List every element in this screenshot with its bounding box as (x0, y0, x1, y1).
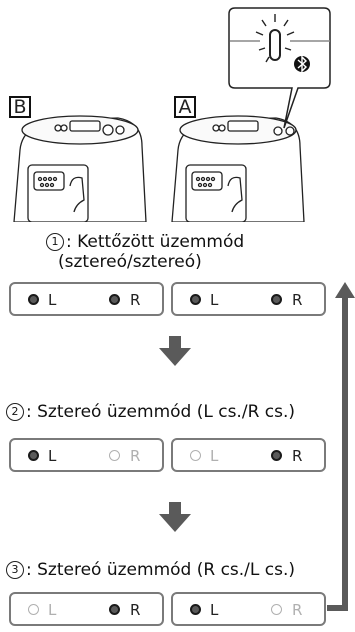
speaker-illustration (13, 7, 331, 222)
return-arrow-icon (327, 282, 355, 611)
mode-2-number: 2 (6, 403, 24, 421)
blinking-indicator (230, 14, 330, 63)
mode-3-text: : Sztereó üzemmód (R cs./L cs.) (26, 560, 296, 580)
bluetooth-icon (294, 55, 310, 73)
r-indicator-light (109, 294, 120, 305)
mode-2-caption: 2: Sztereó üzemmód (L cs./R cs.) (6, 402, 295, 422)
mode-1-caption-line2: (sztereó/sztereó) (58, 252, 202, 272)
l-indicator-light (28, 294, 39, 305)
l-indicator-light (190, 294, 201, 305)
mode-2-unit-a: L R (171, 438, 326, 472)
r-label: R (292, 291, 303, 309)
mode-1-number: 1 (46, 233, 64, 251)
r-label: R (292, 601, 303, 619)
arrow-down-icon (159, 336, 191, 366)
r-indicator-light (109, 450, 120, 461)
l-label: L (210, 291, 219, 309)
arrow-down-icon (159, 502, 191, 532)
speaker-a-label: A (174, 96, 196, 118)
l-label: L (48, 601, 57, 619)
r-indicator-light (271, 450, 282, 461)
r-label: R (130, 447, 141, 465)
mode-1-caption: 1: Kettőzött üzemmód (46, 232, 244, 252)
l-label: L (48, 447, 57, 465)
mode-2-text: : Sztereó üzemmód (L cs./R cs.) (26, 402, 296, 422)
l-indicator-light (190, 604, 201, 615)
r-label: R (292, 447, 303, 465)
l-indicator-light (28, 450, 39, 461)
r-indicator-light (271, 294, 282, 305)
l-label: L (48, 291, 57, 309)
r-indicator-light (109, 604, 120, 615)
speaker-b (13, 115, 147, 222)
speaker-b-label: B (9, 96, 31, 118)
speaker-a (171, 115, 305, 222)
mode-3-unit-a: L R (171, 592, 326, 626)
l-label: L (210, 447, 219, 465)
l-indicator-light (28, 604, 39, 615)
mode-3-unit-b: L R (9, 592, 164, 626)
l-label: L (210, 601, 219, 619)
mode-1-unit-a: L R (171, 282, 326, 316)
mode-3-number: 3 (6, 561, 24, 579)
mode-3-caption: 3: Sztereó üzemmód (R cs./L cs.) (6, 560, 295, 580)
l-indicator-light (190, 450, 201, 461)
mode-1-unit-b: L R (9, 282, 164, 316)
r-indicator-light (271, 604, 282, 615)
mode-1-text: : Kettőzött üzemmód (66, 232, 245, 252)
mode-2-unit-b: L R (9, 438, 164, 472)
callout (228, 7, 331, 129)
r-label: R (130, 601, 141, 619)
r-label: R (130, 291, 141, 309)
